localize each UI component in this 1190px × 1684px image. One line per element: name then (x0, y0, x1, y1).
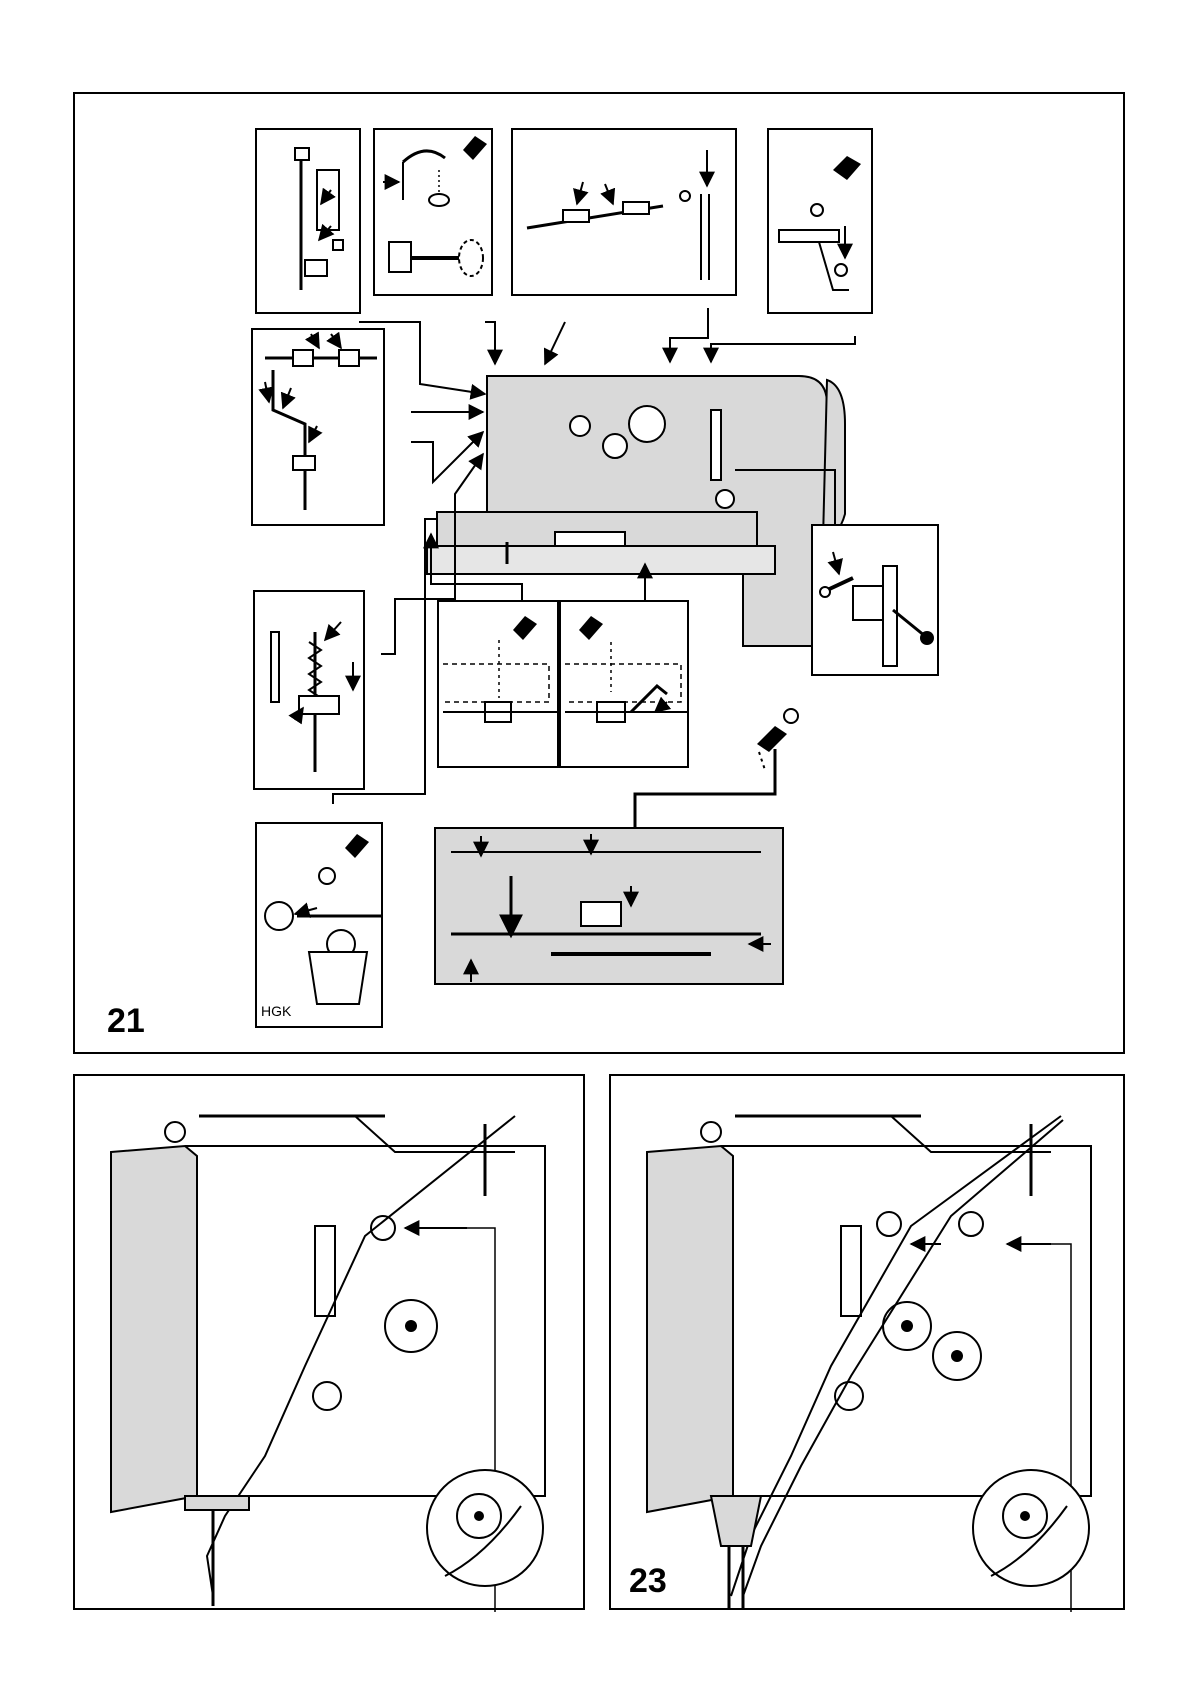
inset-bed-oiling-right (559, 600, 689, 768)
inset-bed-oiling-left (437, 600, 559, 768)
oil-can-icon (757, 709, 798, 770)
inset-presser-bar (253, 590, 365, 790)
figure-22-panel (73, 1074, 585, 1610)
inset-take-up-lever (767, 128, 873, 314)
inset-feed-mechanism (251, 328, 385, 526)
figure-23-drawing (611, 1076, 1127, 1612)
inset-stitch-regulator (811, 524, 939, 676)
figure-23-number: 23 (629, 1564, 667, 1598)
inset-hgk-hook: HGK (255, 822, 383, 1028)
inset-needle-bar (255, 128, 361, 314)
inset-upper-shaft (511, 128, 737, 296)
figure-21-panel: HGK 21 (73, 92, 1125, 1054)
inset-hook-oiling (373, 128, 493, 296)
figure-23-panel: 23 (609, 1074, 1125, 1610)
figure-21-number: 21 (107, 1004, 145, 1038)
inset-hgk-label: HGK (261, 1004, 291, 1018)
figure-22-drawing (75, 1076, 587, 1612)
machine-underside-drawing (431, 822, 791, 990)
